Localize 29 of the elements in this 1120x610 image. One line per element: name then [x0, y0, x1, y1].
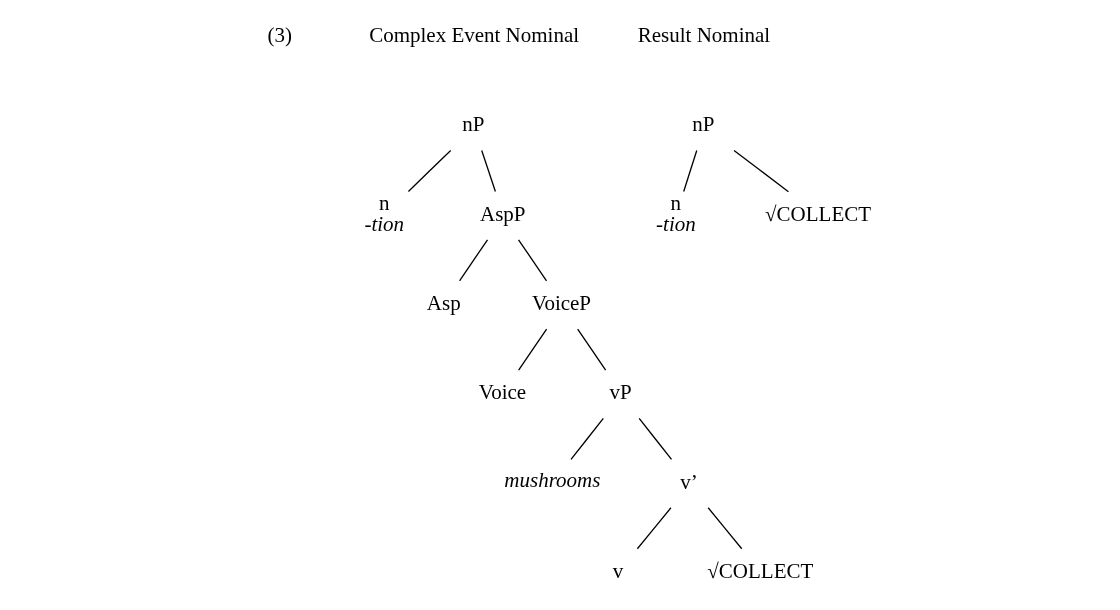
connector	[517, 239, 547, 282]
node-text: n -tion	[655, 191, 696, 237]
label: Complex Event Nominal	[368, 23, 579, 48]
node-text: n -tion	[363, 191, 404, 237]
node-text: √COLLECT	[764, 201, 871, 226]
node-text: nP	[461, 112, 484, 137]
node-text: Voice	[478, 380, 526, 405]
node-text: √COLLECT	[706, 558, 813, 583]
connector	[458, 239, 488, 282]
node-text: v	[612, 558, 623, 583]
connector	[576, 328, 606, 371]
node-text: nP	[691, 112, 714, 137]
node-text: mushrooms	[503, 468, 600, 493]
node-text: VoiceP	[531, 290, 591, 315]
node-text: AspP	[479, 201, 526, 226]
connector	[732, 149, 789, 193]
connector	[682, 149, 697, 193]
connector	[638, 417, 672, 461]
node-text: Asp	[426, 290, 461, 315]
connector	[636, 507, 672, 550]
connector	[480, 149, 496, 193]
label: Result Nominal	[637, 23, 770, 48]
label: (3)	[266, 23, 292, 48]
node-text: v’	[679, 469, 698, 494]
connector	[569, 417, 604, 461]
connector	[407, 149, 451, 193]
connector	[517, 328, 547, 371]
node-text: vP	[608, 380, 632, 405]
connector	[707, 507, 742, 550]
